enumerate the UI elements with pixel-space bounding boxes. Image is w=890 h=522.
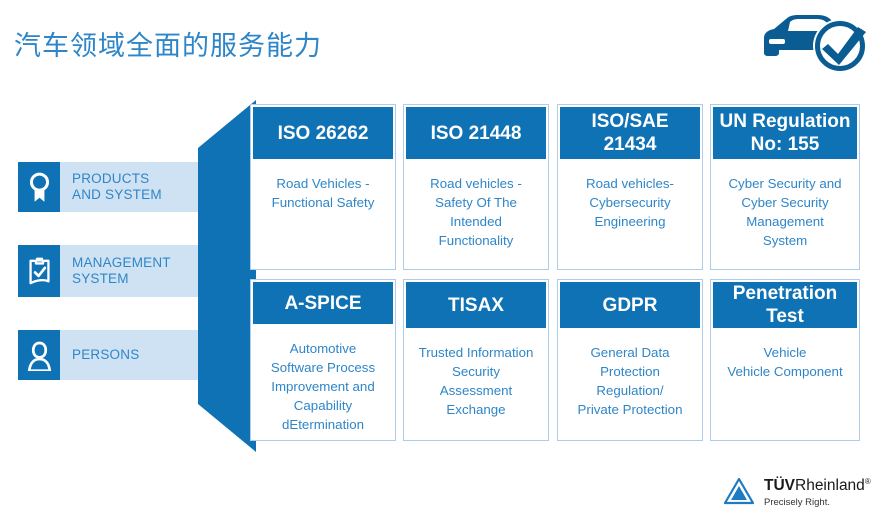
card-body: Vehicle Vehicle Component: [711, 330, 859, 440]
card-body: Road vehicles- Cybersecurity Engineering: [558, 161, 702, 269]
card-body-line: Road vehicles -: [430, 176, 522, 191]
category-item-management-system[interactable]: MANAGEMENT SYSTEM: [18, 245, 202, 297]
card-body-line: Road vehicles-: [586, 176, 674, 191]
card-body-line: Cyber Security: [741, 195, 829, 210]
card-body-line: Security: [451, 364, 501, 379]
card-body: Road vehicles - Safety Of The Intended F…: [404, 161, 548, 269]
page-title: 汽车领域全面的服务能力: [14, 31, 322, 61]
card-title-line: ISO/SAE: [591, 111, 669, 132]
card-title-line: ISO 21448: [430, 122, 522, 144]
card-title-block: ISO/SAE 21434: [591, 110, 668, 156]
card-title-block: Penetration Test: [733, 282, 838, 328]
card-body-line: General Data: [590, 345, 670, 360]
card-title-line: Test: [766, 306, 804, 327]
tuv-tagline: Precisely Right.: [764, 496, 830, 508]
standard-card-iso-26262[interactable]: ISO 26262 Road Vehicles - Functional Saf…: [250, 104, 396, 270]
category-label: MANAGEMENT SYSTEM: [60, 245, 202, 297]
card-header: ISO 26262: [251, 105, 395, 161]
blue-arrow-connector: [188, 100, 258, 452]
tuv-wordmark: TÜVRheinland® Precisely Right.: [764, 473, 871, 508]
tuv-brand-light: Rheinland: [795, 477, 865, 495]
card-body-line: System: [762, 233, 808, 248]
card-header: TISAX: [404, 280, 548, 330]
card-body-line: Functional Safety: [271, 195, 375, 210]
card-body-line: Functionality: [438, 233, 514, 248]
standard-card-penetration-test[interactable]: Penetration Test Vehicle Vehicle Compone…: [710, 279, 860, 441]
card-header: Penetration Test: [711, 280, 859, 330]
card-body: Trusted Information Security Assessment …: [404, 330, 548, 440]
car-check-logo: [752, 8, 874, 73]
category-item-persons[interactable]: PERSONS: [18, 330, 202, 380]
card-body: Road Vehicles - Functional Safety: [251, 161, 395, 269]
standard-card-a-spice[interactable]: A-SPICE Automotive Software Process Impr…: [250, 279, 396, 441]
tuv-brand-bold: TÜV: [764, 477, 795, 495]
card-body-line: Vehicle: [763, 345, 807, 360]
card-body-line: Cybersecurity: [589, 195, 671, 210]
card-body-line: Vehicle Component: [727, 364, 843, 379]
card-title-line: 21434: [603, 134, 657, 155]
person-icon: [18, 330, 60, 380]
category-label-line1: MANAGEMENT: [72, 255, 171, 270]
card-body-line: dEtermination: [281, 417, 365, 432]
card-body-line: Road Vehicles -: [276, 176, 370, 191]
category-label-line2: SYSTEM: [72, 271, 129, 286]
category-item-products-and-system[interactable]: PRODUCTS AND SYSTEM: [18, 162, 202, 212]
registered-mark: ®: [864, 477, 871, 487]
card-body-line: Safety Of The: [435, 195, 517, 210]
card-title-line: ISO 26262: [277, 122, 369, 144]
standard-card-tisax[interactable]: TISAX Trusted Information Security Asses…: [403, 279, 549, 441]
card-title-line: Penetration: [732, 283, 838, 304]
card-title-line: A-SPICE: [284, 292, 362, 314]
card-body-line: Assessment: [439, 383, 513, 398]
card-body-line: Trusted Information: [418, 345, 534, 360]
category-label-line1: PERSONS: [72, 347, 140, 362]
category-label: PRODUCTS AND SYSTEM: [60, 162, 202, 212]
card-body-line: Intended: [450, 214, 502, 229]
tuv-triangle-icon: [722, 474, 756, 508]
card-body-line: Cyber Security and: [728, 176, 842, 191]
card-body-line: Improvement and: [271, 379, 375, 394]
card-header: A-SPICE: [251, 280, 395, 326]
card-title-line: TISAX: [448, 294, 504, 316]
card-title-block: UN Regulation No: 155: [720, 110, 851, 156]
card-title-line: GDPR: [602, 294, 658, 316]
card-body-line: Protection: [600, 364, 660, 379]
card-header: GDPR: [558, 280, 702, 330]
card-body: Automotive Software Process Improvement …: [251, 326, 395, 440]
card-body-line: Regulation/: [596, 383, 664, 398]
category-label: PERSONS: [60, 330, 202, 380]
card-header: ISO 21448: [404, 105, 548, 161]
card-body-line: Engineering: [594, 214, 666, 229]
card-body-line: Exchange: [446, 402, 506, 417]
card-body-line: Private Protection: [577, 402, 683, 417]
card-body: Cyber Security and Cyber Security Manage…: [711, 161, 859, 269]
card-header: UN Regulation No: 155: [711, 105, 859, 161]
card-body: General Data Protection Regulation/ Priv…: [558, 330, 702, 440]
category-label-line2: AND SYSTEM: [72, 187, 162, 202]
card-body-line: Software Process: [270, 360, 376, 375]
standard-card-gdpr[interactable]: GDPR General Data Protection Regulation/…: [557, 279, 703, 441]
tuv-brand-name: TÜVRheinland®: [764, 473, 871, 494]
card-title-line: No: 155: [750, 134, 820, 155]
card-body-line: Automotive: [289, 341, 357, 356]
standard-card-un-regulation-155[interactable]: UN Regulation No: 155 Cyber Security and…: [710, 104, 860, 270]
clipboard-check-icon: [18, 245, 60, 297]
tuv-rheinland-logo: TÜVRheinland® Precisely Right.: [722, 470, 878, 512]
standard-card-iso-sae-21434[interactable]: ISO/SAE 21434 Road vehicles- Cybersecuri…: [557, 104, 703, 270]
category-label-line1: PRODUCTS: [72, 171, 150, 186]
standard-card-iso-21448[interactable]: ISO 21448 Road vehicles - Safety Of The …: [403, 104, 549, 270]
award-seal-icon: [18, 162, 60, 212]
card-body-line: Capability: [293, 398, 353, 413]
card-body-line: Management: [746, 214, 824, 229]
card-title-line: UN Regulation: [719, 111, 851, 132]
card-header: ISO/SAE 21434: [558, 105, 702, 161]
